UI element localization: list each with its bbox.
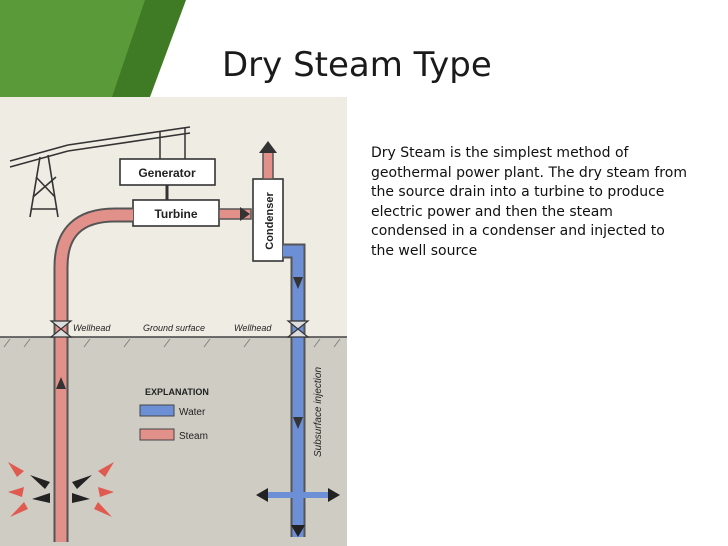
transmission-tower	[9, 126, 191, 218]
generator-label: Generator	[138, 166, 196, 180]
flow-arrow-up	[56, 377, 66, 389]
water-outflow-arrows	[256, 488, 340, 537]
condenser-label: Condenser	[264, 192, 276, 250]
ground-surface-label: Ground surface	[143, 323, 205, 333]
legend-title: EXPLANATION	[145, 387, 209, 397]
water-pipe	[283, 245, 304, 537]
steam-inflow-arrows	[8, 462, 114, 517]
condenser-box	[252, 178, 284, 262]
wellhead-right-label: Wellhead	[234, 323, 272, 333]
vent-arrow-up	[259, 141, 277, 153]
flow-arrow-down-2	[293, 417, 303, 429]
condenser-vent	[262, 150, 274, 180]
dry-steam-diagram: Generator Turbine Condenser	[0, 97, 347, 546]
slide-description: Dry Steam is the simplest method of geot…	[371, 145, 687, 259]
wellhead-left-valve	[49, 320, 73, 338]
legend-water-swatch	[139, 404, 175, 417]
corner-decoration	[0, 0, 186, 97]
wellhead-left-label: Wellhead	[73, 323, 111, 333]
subsurface-injection-label: Subsurface injection	[313, 367, 324, 457]
wellhead-right-valve	[286, 320, 310, 338]
power-lines	[159, 128, 186, 159]
generator-box	[119, 158, 216, 186]
legend-steam-swatch	[139, 428, 175, 441]
flow-arrow-down-1	[293, 277, 303, 289]
turbine-condenser-pipe	[218, 208, 252, 220]
steam-pipe	[55, 209, 133, 542]
slide-title: Dry Steam Type	[222, 45, 492, 85]
legend-water-label: Water	[179, 407, 206, 418]
ground-hatching	[3, 338, 341, 348]
legend-steam-label: Steam	[179, 431, 208, 442]
turbine-label: Turbine	[154, 207, 197, 221]
flow-arrow-right	[240, 207, 250, 221]
corner-green-light	[0, 0, 145, 97]
